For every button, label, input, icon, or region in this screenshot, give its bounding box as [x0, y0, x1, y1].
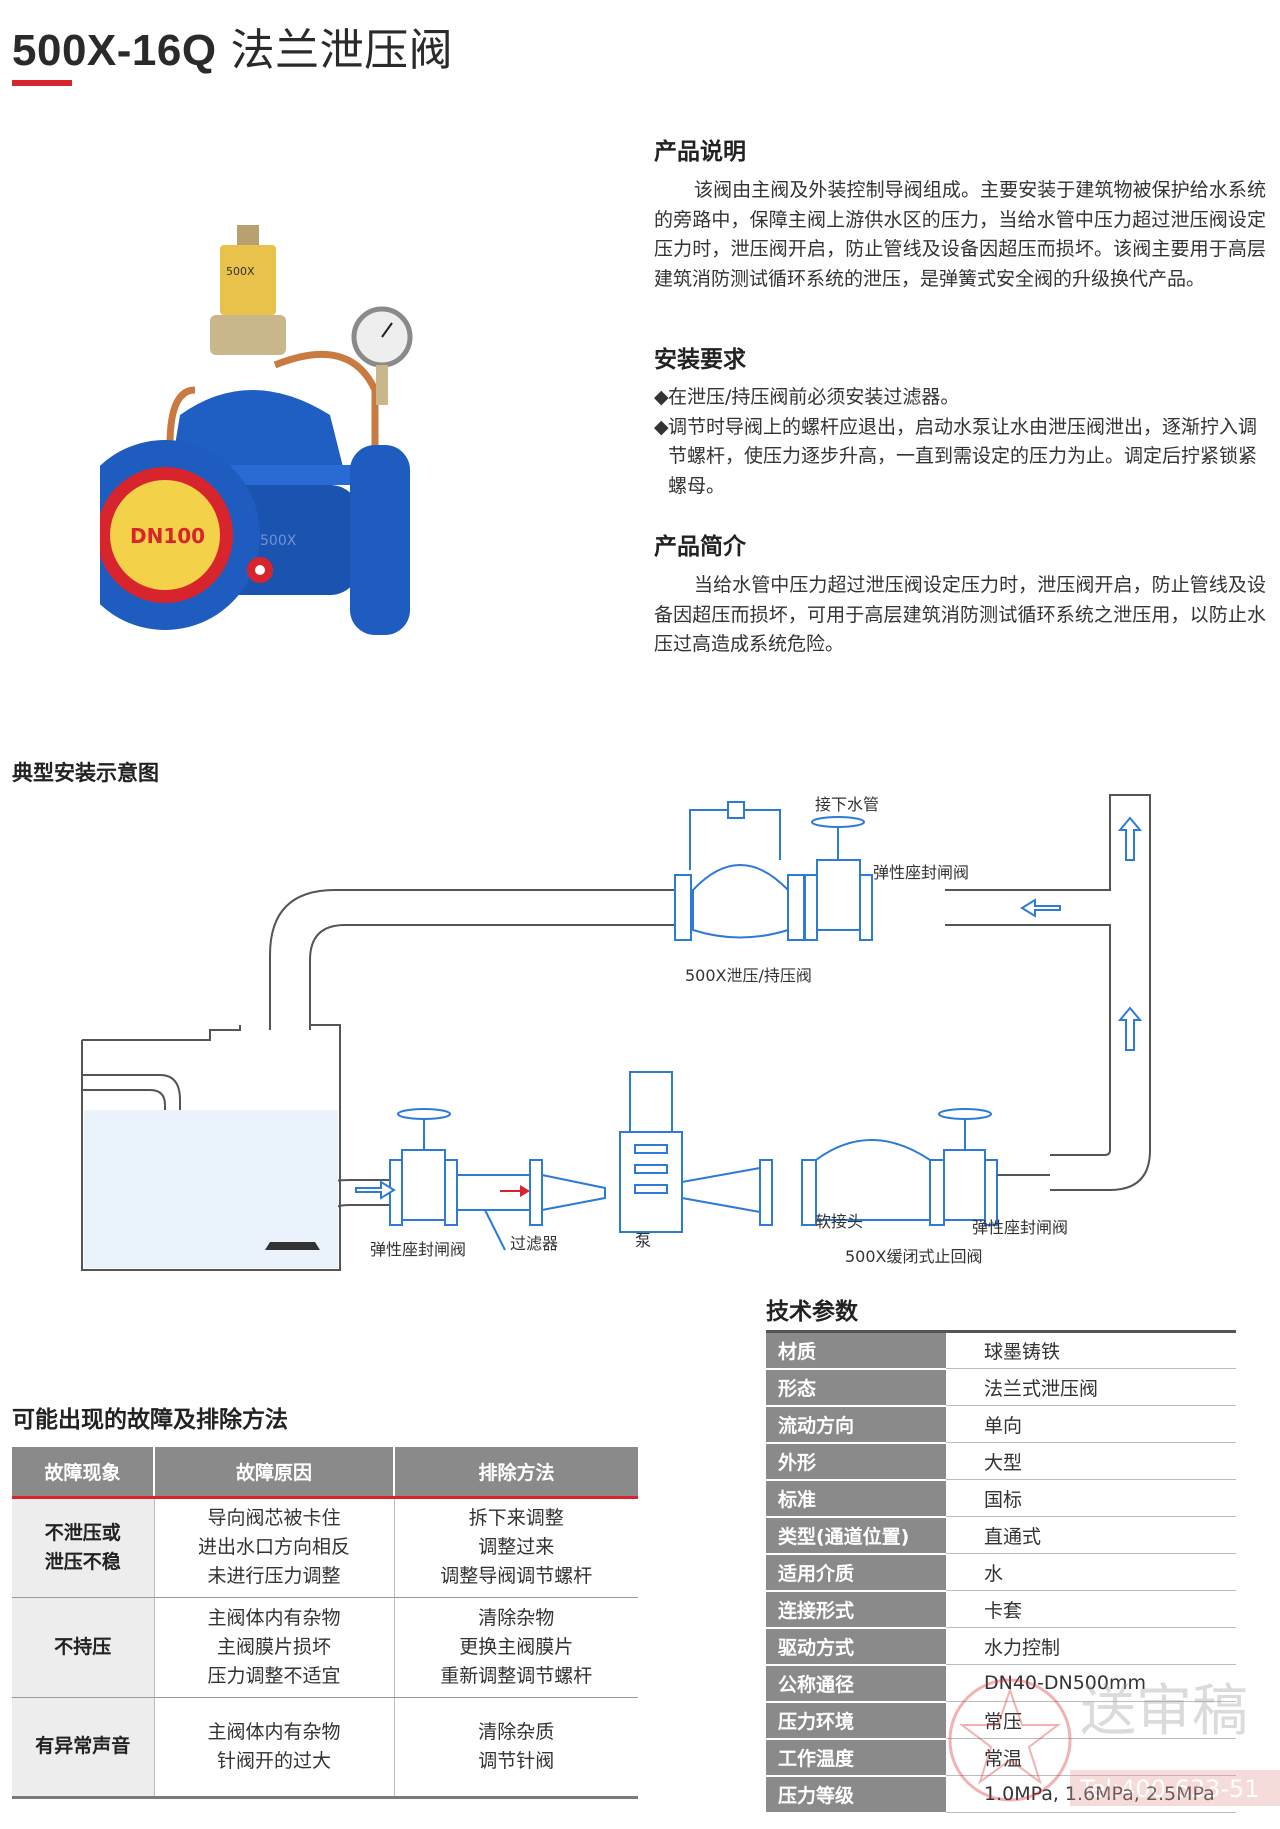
param-key: 形态	[766, 1368, 946, 1407]
table-row: 外形大型	[766, 1442, 1236, 1481]
param-key: 工作温度	[766, 1738, 946, 1777]
param-value: 直通式	[946, 1516, 1236, 1554]
table-row: 工作温度常温	[766, 1738, 1236, 1777]
label-filter: 过滤器	[510, 1234, 558, 1253]
column-header: 排除方法	[394, 1447, 638, 1497]
tech-params-title: 技术参数	[766, 1299, 858, 1325]
table-row: 驱动方式水力控制	[766, 1627, 1236, 1666]
label-downstream-pipe: 接下水管	[815, 795, 879, 814]
tech-params-table: 材质球墨铸铁 形态法兰式泄压阀 流动方向单向 外形大型 标准国标 类型(通道位置…	[766, 1330, 1236, 1814]
watermark-tel: Tel:400-633-51	[1079, 1775, 1260, 1803]
param-value: 单向	[946, 1405, 1236, 1443]
table-row: 连接形式卡套	[766, 1590, 1236, 1629]
table-row: 材质球墨铸铁	[766, 1331, 1236, 1370]
table-header-row: 故障现象 故障原因 排除方法	[12, 1447, 638, 1497]
diagram-title: 典型安装示意图	[12, 761, 159, 785]
description-heading: 产品说明	[654, 139, 746, 165]
param-value: 水	[946, 1553, 1236, 1591]
install-list: ◆在泄压/持压阀前必须安装过滤器。 ◆调节时导阀上的螺杆应退出，启动水泵让水由泄…	[654, 383, 1266, 501]
fault-table-title: 可能出现的故障及排除方法	[12, 1407, 288, 1433]
param-key: 适用介质	[766, 1553, 946, 1592]
label-gate-valve-right: 弹性座封闸阀	[972, 1218, 1068, 1237]
list-item: ◆在泄压/持压阀前必须安装过滤器。	[654, 383, 1266, 413]
fault-symptom: 不持压	[12, 1597, 155, 1698]
label-gate-valve-top: 弹性座封闸阀	[873, 863, 969, 882]
column-header: 故障原因	[154, 1447, 395, 1497]
body-mark: 500X	[260, 533, 297, 549]
table-row: 不泄压或泄压不稳 导向阀芯被卡住进出水口方向相反未进行压力调整 拆下来调整调整过…	[12, 1497, 638, 1598]
param-value: DN40-DN500mm	[946, 1664, 1236, 1702]
fault-fix: 拆下来调整调整过来调整导阀调节螺杆	[394, 1497, 638, 1598]
table-row: 形态法兰式泄压阀	[766, 1368, 1236, 1407]
param-value: 国标	[946, 1479, 1236, 1517]
installation-diagram: 接下水管 弹性座封闸阀 500X泄压/持压阀 弹性座封闸阀 过滤器 泵 软接头 …	[81, 794, 1151, 1271]
param-value: 常压	[946, 1701, 1236, 1739]
param-value: 常温	[946, 1738, 1236, 1776]
label-relief-valve: 500X泄压/持压阀	[685, 966, 812, 985]
intro-text: 当给水管中压力超过泄压阀设定压力时，泄压阀开启，防止管线及设备因超压而损坏，可用…	[654, 574, 1266, 655]
page-title: 500X-16Q 法兰泄压阀	[12, 14, 453, 78]
description-text: 该阀由主阀及外装控制导阀组成。主要安装于建筑物被保护给水系统的旁路中，保障主阀上…	[654, 179, 1266, 290]
table-row: 不持压 主阀体内有杂物主阀膜片损坏压力调整不适宜 清除杂物更换主阀膜片重新调整调…	[12, 1597, 638, 1698]
param-value: 大型	[946, 1442, 1236, 1480]
param-key: 驱动方式	[766, 1627, 946, 1666]
title-accent-bar	[12, 80, 72, 86]
fault-cause: 主阀体内有杂物针阀开的过大	[154, 1697, 395, 1799]
table-row: 压力环境常压	[766, 1701, 1236, 1740]
label-gate-valve-left: 弹性座封闸阀	[370, 1240, 466, 1259]
param-key: 流动方向	[766, 1405, 946, 1444]
param-value: 卡套	[946, 1590, 1236, 1628]
bullet-icon: ◆	[654, 415, 669, 438]
param-value: 法兰式泄压阀	[946, 1368, 1236, 1406]
label-flex-joint: 软接头	[815, 1212, 863, 1231]
fault-table: 故障现象 故障原因 排除方法 不泄压或泄压不稳 导向阀芯被卡住进出水口方向相反未…	[12, 1447, 638, 1799]
install-heading: 安装要求	[654, 347, 746, 373]
table-row: 标准国标	[766, 1479, 1236, 1518]
param-key: 类型(通道位置)	[766, 1516, 946, 1555]
fault-cause: 主阀体内有杂物主阀膜片损坏压力调整不适宜	[154, 1597, 395, 1698]
param-key: 压力环境	[766, 1701, 946, 1740]
param-key: 标准	[766, 1479, 946, 1518]
label-pump: 泵	[635, 1231, 651, 1250]
fault-cause: 导向阀芯被卡住进出水口方向相反未进行压力调整	[154, 1497, 395, 1598]
param-key: 外形	[766, 1442, 946, 1481]
list-item: ◆调节时导阀上的螺杆应退出，启动水泵让水由泄压阀泄出，逐渐拧入调节螺杆，使压力逐…	[654, 413, 1266, 502]
intro-heading: 产品简介	[654, 534, 746, 560]
product-image: 500X 500X DN100	[100, 225, 413, 635]
watermark: 送审稿 Tel:400-633-51	[948, 1678, 1280, 1806]
flange-badge: DN100	[130, 524, 205, 548]
param-key: 压力等级	[766, 1775, 946, 1814]
param-key: 材质	[766, 1331, 946, 1370]
fault-symptom: 有异常声音	[12, 1697, 155, 1799]
param-key: 连接形式	[766, 1590, 946, 1629]
param-value: 1.0MPa, 1.6MPa, 2.5MPa	[946, 1775, 1236, 1813]
fault-fix: 清除杂物更换主阀膜片重新调整调节螺杆	[394, 1597, 638, 1698]
column-header: 故障现象	[12, 1447, 155, 1497]
table-row: 流动方向单向	[766, 1405, 1236, 1444]
param-value: 水力控制	[946, 1627, 1236, 1665]
table-row: 适用介质水	[766, 1553, 1236, 1592]
label-check-valve: 500X缓闭式止回阀	[845, 1247, 983, 1266]
bullet-icon: ◆	[654, 386, 669, 408]
fault-symptom: 不泄压或泄压不稳	[12, 1497, 155, 1598]
fault-fix: 清除杂质调节针阀	[394, 1697, 638, 1799]
model-number: 500X-16Q	[12, 26, 217, 75]
param-key: 公称通径	[766, 1664, 946, 1703]
table-row: 有异常声音 主阀体内有杂物针阀开的过大 清除杂质调节针阀	[12, 1697, 638, 1799]
product-name: 法兰泄压阀	[230, 25, 454, 76]
pilot-mark: 500X	[226, 265, 255, 278]
watermark-text: 送审稿	[1080, 1679, 1248, 1744]
param-value: 球墨铸铁	[946, 1331, 1236, 1369]
table-row: 类型(通道位置)直通式	[766, 1516, 1236, 1555]
